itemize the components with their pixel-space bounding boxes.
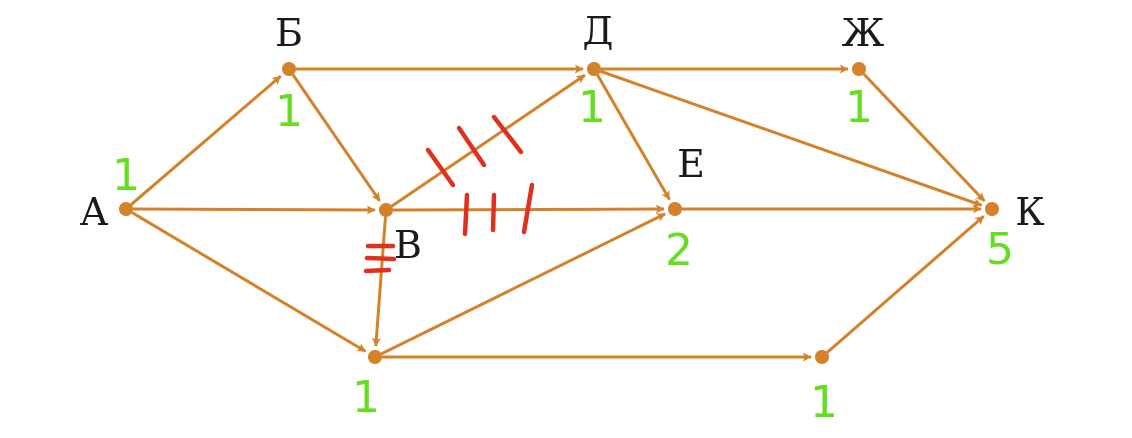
node-label-A: А — [80, 190, 109, 234]
node-B — [282, 62, 296, 76]
node-E — [668, 202, 682, 216]
path-count-A: 1 — [112, 150, 140, 201]
edge-Zh-K — [862, 73, 986, 203]
cut-mark-V-E-3 — [521, 182, 535, 235]
edge-V-D — [390, 73, 586, 208]
cut-mark-V-D-1 — [425, 147, 456, 188]
edge-A-G — [131, 211, 367, 353]
path-count-E: 2 — [665, 225, 693, 276]
cut-marks — [363, 114, 535, 274]
node-labels: А Б В Д Е Ж К — [80, 9, 1045, 267]
edge-A-V — [132, 205, 376, 215]
path-counts: 1 1 1 1 2 1 1 5 — [112, 82, 1014, 428]
node-label-V: В — [394, 223, 422, 267]
cut-mark-V-D-3 — [491, 114, 524, 155]
path-count-H: 1 — [810, 377, 838, 428]
nodes — [119, 62, 999, 364]
node-label-E: Е — [677, 142, 705, 186]
edge-B-V — [291, 73, 382, 202]
cut-mark-V-G-2 — [364, 255, 397, 262]
edge-G-E — [380, 212, 666, 356]
edge-D-E — [596, 74, 671, 201]
node-A — [119, 202, 133, 216]
cut-mark-V-D-2 — [456, 125, 487, 168]
edge-V-G — [371, 216, 387, 347]
cut-mark-V-E-1 — [462, 192, 470, 237]
edges — [130, 64, 986, 362]
path-count-K: 5 — [986, 224, 1014, 275]
cut-mark-V-G-3 — [363, 267, 392, 274]
node-D — [587, 62, 601, 76]
edge-D-K — [600, 69, 983, 207]
path-count-G: 1 — [352, 372, 380, 423]
node-K — [985, 202, 999, 216]
node-label-K: К — [1015, 190, 1044, 234]
node-label-D: Д — [583, 9, 614, 53]
node-label-B: Б — [275, 11, 303, 55]
path-count-Zh: 1 — [845, 82, 873, 133]
node-Zh — [852, 62, 866, 76]
path-count-B: 1 — [275, 86, 303, 137]
node-V — [379, 203, 393, 217]
edge-H-K — [826, 215, 985, 354]
node-G — [368, 350, 382, 364]
edge-A-B — [130, 75, 282, 206]
cut-mark-V-E-2 — [490, 192, 497, 233]
path-count-D: 1 — [578, 82, 606, 133]
node-label-Zh: Ж — [842, 11, 885, 55]
node-H — [815, 350, 829, 364]
